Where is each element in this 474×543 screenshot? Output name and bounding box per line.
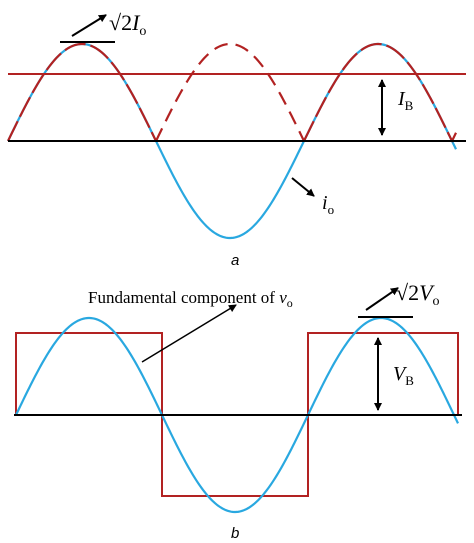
io-label: io (322, 192, 334, 217)
square-wave (15, 332, 459, 497)
fundamental-label: Fundamental component of vo (88, 288, 293, 310)
peak-label-a: √2Io (109, 10, 146, 39)
peak-arrow-b (365, 287, 399, 311)
peak-arrow-a (71, 14, 107, 37)
fundamental-arrow (141, 304, 237, 363)
ib-label: IB (397, 88, 414, 113)
caption-a: a (231, 252, 239, 269)
panel-a: √2Io IB io a (7, 10, 466, 269)
rectified-current-solid-arc-1 (7, 42, 157, 142)
vb-label: VB (393, 363, 414, 388)
io-arrow (291, 177, 315, 197)
panel-b: Fundamental component of vo √2Vo VB b (14, 280, 462, 542)
peak-label-b: √2Vo (396, 280, 440, 309)
rectified-current-solid-arc-2 (303, 42, 457, 143)
fundamental-sine-curve (15, 316, 459, 514)
rectified-current-dashed-arc (155, 42, 305, 142)
caption-b: b (231, 525, 239, 542)
